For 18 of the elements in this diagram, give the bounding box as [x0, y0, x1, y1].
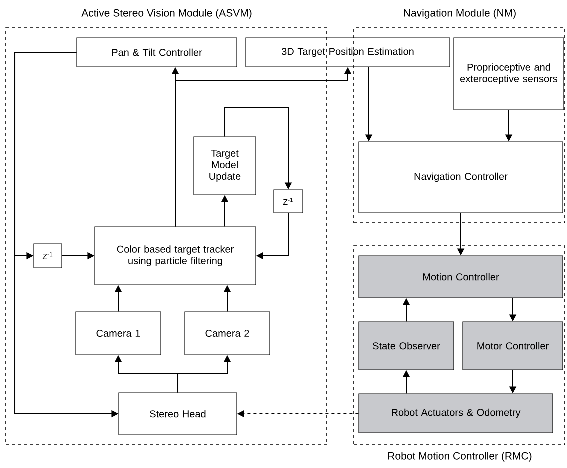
- process-box: Proprioceptive and exteroceptive sensors: [454, 38, 564, 110]
- process-box: Motion Controller: [358, 256, 564, 298]
- process-box: Camera 2: [184, 312, 270, 356]
- module-heading: Navigation Module (NM): [404, 9, 516, 19]
- process-box: Pan & Tilt Controller: [76, 38, 238, 68]
- module-heading: Robot Motion Controller (RMC): [388, 452, 532, 462]
- delay-box: Z$^{-1}$: [274, 190, 304, 214]
- process-box: Navigation Controller: [358, 142, 564, 214]
- process-box: Stereo Head: [118, 392, 238, 436]
- process-box: Robot Actuators & Odometry: [358, 394, 554, 434]
- process-box: Target Model Update: [194, 136, 256, 196]
- module-heading: Active Stereo Vision Module (ASVM): [82, 9, 252, 19]
- delay-box: Z$^{-1}$: [34, 244, 62, 268]
- process-box: Motor Controller: [462, 322, 564, 370]
- process-box: Camera 1: [76, 312, 162, 356]
- process-box: Color based target tracker using particle filtering: [94, 226, 256, 286]
- process-box: 3D Target Position Estimation: [246, 38, 450, 68]
- process-box: State Observer: [358, 322, 454, 370]
